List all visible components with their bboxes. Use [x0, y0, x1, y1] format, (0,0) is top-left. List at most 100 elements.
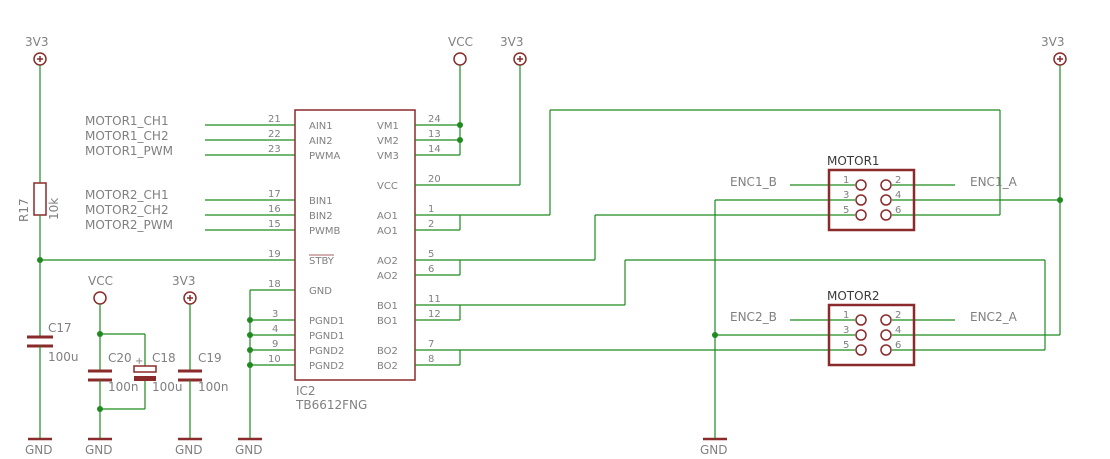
net-label: MOTOR1_PWM — [85, 144, 173, 158]
gnd-label: GND — [700, 443, 728, 457]
pin-number: 4 — [895, 325, 901, 336]
pin-number: 5 — [428, 249, 434, 260]
pin-number: 1 — [843, 175, 849, 186]
power-label: VCC — [448, 35, 473, 49]
net-label: MOTOR1_CH2 — [85, 129, 169, 143]
power-3v3-right: 3V3 — [1041, 35, 1067, 66]
pin-number: 16 — [268, 204, 281, 215]
pin-number: 1 — [428, 204, 434, 215]
pin-number: 7 — [428, 339, 434, 350]
pin-number: 21 — [268, 114, 281, 125]
pin-number: 1 — [843, 310, 849, 321]
pin-name: BO2 — [377, 346, 398, 357]
pin-number: 4 — [272, 324, 278, 335]
polarity-plus-icon: + — [135, 356, 143, 367]
pin-number: 3 — [843, 325, 849, 336]
pin-name: STBY — [309, 256, 335, 267]
net-label: MOTOR2_CH2 — [85, 203, 169, 217]
resistor-value: 10k — [47, 198, 61, 220]
pin-number: 6 — [895, 340, 901, 351]
pin-number: 22 — [268, 129, 281, 140]
pin-number: 23 — [268, 144, 281, 155]
net-label: MOTOR1_CH1 — [85, 114, 169, 128]
pin-name: VM2 — [377, 136, 399, 147]
power-vcc-bottom: VCC — [88, 274, 113, 305]
gnd-label: GND — [85, 443, 113, 457]
capacitor-c18: + C18 100u — [133, 351, 183, 394]
pin-name: BO1 — [377, 301, 398, 312]
pin-name: PWMA — [309, 151, 341, 162]
pin-number: 12 — [428, 309, 441, 320]
pin-number: 9 — [272, 339, 278, 350]
pin-name: PWMB — [309, 226, 341, 237]
pin-number: 10 — [268, 354, 281, 365]
pin-number: 20 — [428, 174, 441, 185]
left-net-labels: MOTOR1_CH1 MOTOR1_CH2 MOTOR1_PWM MOTOR2_… — [85, 114, 173, 232]
pin-number: 8 — [428, 354, 434, 365]
power-label: 3V3 — [1041, 35, 1064, 49]
pin-name: BO2 — [377, 361, 398, 372]
pin-number: 6 — [428, 264, 434, 275]
pin-name: VM1 — [377, 121, 399, 132]
capacitor-c17: C17 100u — [27, 321, 79, 438]
pin-number: 3 — [843, 190, 849, 201]
net-label: MOTOR2_CH1 — [85, 188, 169, 202]
pin-number: 2 — [895, 175, 901, 186]
capacitor-ref: C18 — [152, 351, 176, 365]
net-label: ENC1_A — [970, 175, 1018, 189]
pin-number: 4 — [895, 190, 901, 201]
resistor-ref: R17 — [17, 198, 31, 222]
net-label: ENC1_B — [730, 175, 777, 189]
power-vcc-top: VCC — [448, 35, 473, 66]
pin-number: 11 — [428, 294, 441, 305]
connector-motor2: MOTOR2 1 2 3 4 5 6 — [827, 289, 916, 367]
gnd-label: GND — [175, 443, 203, 457]
pin-name: GND — [309, 286, 332, 297]
pin-number: 19 — [268, 249, 281, 260]
pin-number: 24 — [428, 114, 441, 125]
net-label: MOTOR2_PWM — [85, 218, 173, 232]
capacitor-value: 100u — [48, 350, 79, 364]
pin-name: AIN2 — [309, 136, 333, 147]
pin-number: 5 — [843, 205, 849, 216]
pin-name: PGND2 — [309, 346, 344, 357]
pin-name: BIN2 — [309, 211, 333, 222]
pin-number: 2 — [428, 219, 434, 230]
capacitor-ref: C17 — [48, 321, 72, 335]
power-label: VCC — [88, 274, 113, 288]
pin-name: PGND1 — [309, 316, 344, 327]
capacitor-ref: C19 — [198, 351, 222, 365]
capacitor-value: 100n — [108, 380, 139, 394]
capacitor-value: 100u — [152, 380, 183, 394]
ic-tb6612fng: IC2 TB6612FNG 21 AIN1 22 AIN2 23 PWMA 17… — [268, 109, 441, 412]
connector-motor1: MOTOR1 1 2 3 4 5 6 — [827, 154, 916, 232]
pin-number: 18 — [268, 279, 281, 290]
gnd-label: GND — [235, 443, 263, 457]
pin-number: 3 — [272, 309, 278, 320]
pin-name: AO1 — [377, 211, 398, 222]
power-label: 3V3 — [25, 35, 48, 49]
pin-name: AIN1 — [309, 121, 333, 132]
pin-name: PGND1 — [309, 331, 344, 342]
capacitor-ref: C20 — [108, 351, 132, 365]
pin-number: 14 — [428, 144, 441, 155]
gnd-symbols: GND GND GND GND GND — [25, 437, 728, 457]
net-label: ENC2_B — [730, 310, 777, 324]
pin-name: PGND2 — [309, 361, 344, 372]
pin-number: 6 — [895, 205, 901, 216]
gnd-label: GND — [25, 443, 53, 457]
pin-number: 5 — [843, 340, 849, 351]
pin-number: 15 — [268, 219, 281, 230]
ic-value: TB6612FNG — [295, 398, 367, 412]
power-3v3-top: 3V3 — [500, 35, 527, 66]
power-label: 3V3 — [500, 35, 523, 49]
capacitor-value: 100n — [198, 380, 229, 394]
resistor-r17: R17 10k — [17, 65, 61, 336]
pin-name: AO2 — [377, 256, 398, 267]
power-3v3-bottom: 3V3 — [172, 274, 197, 305]
pin-name: BO1 — [377, 316, 398, 327]
ic-ref: IC2 — [296, 384, 316, 398]
capacitor-c19: C19 100n — [178, 351, 229, 394]
net-label: ENC2_A — [970, 310, 1018, 324]
